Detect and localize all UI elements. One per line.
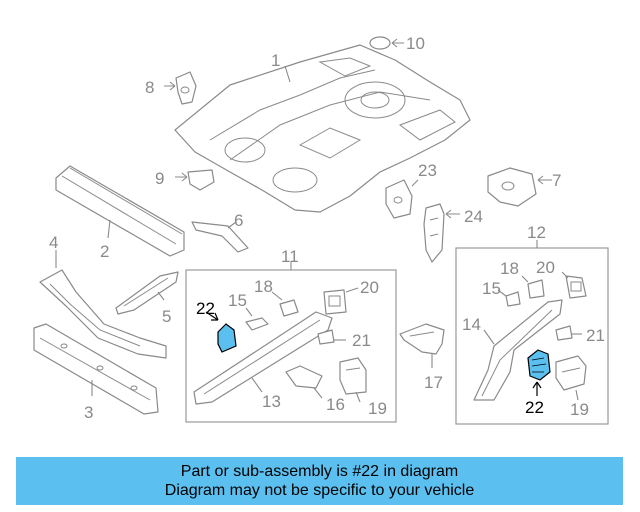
part-22-highlighted-left — [217, 323, 237, 353]
callout-16: 16 — [326, 395, 345, 414]
leader-23 — [411, 179, 419, 187]
leader-16 — [313, 387, 323, 399]
callout-23: 23 — [418, 161, 437, 180]
part-21-left — [317, 329, 335, 345]
part-15-right — [505, 291, 521, 307]
part-18-right — [527, 279, 545, 299]
banner-line-2: Diagram may not be specific to your vehi… — [164, 482, 475, 499]
leader-24 — [445, 209, 460, 219]
callout-20-right: 20 — [536, 258, 555, 277]
callout-12: 12 — [527, 223, 546, 242]
callout-15-right: 15 — [482, 279, 501, 298]
callout-14: 14 — [462, 315, 481, 334]
part-18-left — [279, 299, 299, 317]
part-7-bracket — [487, 167, 537, 207]
leader-22-right — [532, 381, 542, 396]
leader-9 — [175, 172, 188, 182]
part-20-right — [565, 275, 587, 299]
group-box-12 — [455, 247, 609, 425]
part-19-left — [339, 357, 367, 395]
callout-19-right: 19 — [570, 400, 589, 419]
callout-7: 7 — [552, 171, 561, 190]
callout-19-left: 19 — [368, 399, 387, 418]
part-3-crossmember — [33, 323, 159, 415]
leader-2 — [107, 219, 111, 239]
leader-13 — [251, 377, 263, 393]
parts-diagram: 1 10 8 9 6 2 4 5 — [33, 34, 609, 425]
leader-8 — [164, 81, 176, 91]
leader-20-left — [345, 287, 359, 293]
callout-17: 17 — [424, 373, 443, 392]
part-17-bracket — [399, 323, 445, 355]
part-24-pillar — [423, 203, 445, 263]
callout-22-right: 22 — [525, 398, 544, 417]
part-16-bracket — [285, 365, 323, 389]
callout-3: 3 — [84, 403, 93, 422]
callout-8: 8 — [145, 78, 154, 97]
part-1-floor-panel — [174, 44, 471, 213]
leader-19-right — [575, 389, 579, 401]
info-banner: Part or sub-assembly is #22 in diagram D… — [16, 457, 623, 505]
leader-6 — [227, 221, 237, 229]
callout-22-left: 22 — [196, 299, 215, 318]
callout-18-right: 18 — [500, 259, 519, 278]
leader-15-left — [245, 307, 253, 317]
part-20-left — [323, 289, 347, 315]
callout-6: 6 — [234, 211, 243, 230]
callout-24: 24 — [464, 207, 483, 226]
leader-15-right — [497, 289, 507, 297]
part-23-bracket — [385, 179, 413, 219]
leader-5 — [157, 291, 165, 301]
callout-18-left: 18 — [254, 277, 273, 296]
callout-13: 13 — [262, 392, 281, 411]
leader-20-right — [561, 271, 569, 279]
callout-21-left: 21 — [352, 331, 371, 350]
leader-1 — [284, 65, 291, 83]
leader-19-left — [355, 391, 361, 403]
part-14-rail — [473, 299, 563, 401]
callout-4: 4 — [49, 233, 58, 252]
callout-1: 1 — [271, 51, 280, 70]
callout-5: 5 — [162, 307, 171, 326]
part-4-side-member — [39, 269, 167, 359]
part-6-brace — [191, 221, 249, 253]
leader-14 — [483, 329, 495, 345]
part-2-crossmember — [55, 165, 185, 257]
leader-18-left — [271, 291, 283, 301]
leader-18-right — [521, 275, 529, 283]
leader-10 — [391, 38, 404, 48]
part-5-bracket — [115, 271, 179, 315]
callout-20-left: 20 — [360, 278, 379, 297]
callout-15-left: 15 — [228, 291, 247, 310]
part-9-bracket — [187, 169, 215, 191]
part-19-right — [555, 355, 587, 391]
callout-21-right: 21 — [586, 326, 605, 345]
part-22-highlighted-right — [527, 349, 551, 381]
leader-7 — [537, 175, 552, 185]
banner-line-1: Part or sub-assembly is #22 in diagram — [180, 463, 459, 480]
part-8-bracket — [175, 71, 197, 105]
part-15-left — [245, 317, 269, 331]
callout-9: 9 — [155, 169, 164, 188]
callout-11: 11 — [281, 247, 299, 266]
part-21-right — [555, 325, 573, 341]
callout-2: 2 — [100, 242, 109, 261]
part-10-plug — [369, 36, 391, 50]
part-13-rail — [193, 311, 333, 405]
callout-10: 10 — [406, 34, 425, 53]
leader-22-left — [205, 311, 219, 321]
